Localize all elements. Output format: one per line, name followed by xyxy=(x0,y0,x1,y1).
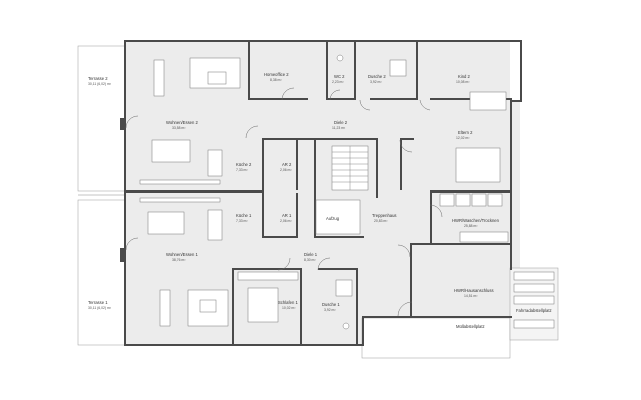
room-fahrrad: Fahrradabstellplatz xyxy=(516,308,552,313)
room-wohnen-1: Wohnen/Essen 1 38,76 m² xyxy=(166,252,198,262)
svg-text:8,30 m²: 8,30 m² xyxy=(304,258,316,262)
svg-text:3,92 m²: 3,92 m² xyxy=(324,308,336,312)
room-terrasse-2: Terrasse 2 30,11 (6,02) m² xyxy=(88,76,112,86)
svg-text:Küche 1: Küche 1 xyxy=(236,213,252,218)
room-hwr-hausanschluss: HWR/Hausanschluss 14,51 m² xyxy=(454,288,494,298)
room-hwr-waschen: HWR/Waschen/Trocknen 25,88 m² xyxy=(452,218,500,228)
svg-text:Homeoffice 2: Homeoffice 2 xyxy=(264,72,289,77)
furniture-wohnen-1 xyxy=(139,197,229,327)
bike-stands xyxy=(513,271,555,329)
svg-text:Eltern 2: Eltern 2 xyxy=(458,130,473,135)
svg-text:33,58 m²: 33,58 m² xyxy=(172,126,186,130)
elevator-shaft xyxy=(315,199,361,235)
room-aufzug: Aufzug xyxy=(326,216,340,221)
room-wohnen-2: Wohnen/Essen 2 33,58 m² xyxy=(166,120,198,130)
room-ar-1: AR 1 2,06 m² xyxy=(280,213,292,223)
entrance-area xyxy=(361,317,511,359)
room-terrasse-1: Terrasse 1 30,11 (6,02) m² xyxy=(88,300,112,310)
bed-kind-2 xyxy=(469,91,507,111)
svg-text:Terrasse 1: Terrasse 1 xyxy=(88,300,108,305)
room-wc-2: WC 2 2,23 m² xyxy=(332,74,345,84)
svg-text:Küche 2: Küche 2 xyxy=(236,162,252,167)
doors xyxy=(125,87,443,317)
svg-text:Kind 2: Kind 2 xyxy=(458,74,471,79)
wardrobe-schlafen-1 xyxy=(237,271,299,281)
bed-schlafen-1 xyxy=(247,287,279,323)
svg-text:Treppenhaus: Treppenhaus xyxy=(372,213,397,218)
room-schlafen-1: Schlafen 1 10,02 m² xyxy=(278,300,298,310)
room-treppenhaus: Treppenhaus 20,83 m² xyxy=(372,213,397,223)
svg-text:12,02 m²: 12,02 m² xyxy=(456,136,470,140)
svg-text:Diele 2: Diele 2 xyxy=(334,120,348,125)
svg-text:2,06 m²: 2,06 m² xyxy=(280,168,292,172)
svg-text:Diele 1: Diele 1 xyxy=(304,252,318,257)
terrace-2-area xyxy=(77,45,127,192)
svg-text:2,06 m²: 2,06 m² xyxy=(280,219,292,223)
svg-text:AR 1: AR 1 xyxy=(282,213,292,218)
toilet-wc-2 xyxy=(336,54,344,62)
furniture-wohnen-2 xyxy=(139,57,241,185)
toilet-dusche-1 xyxy=(342,322,350,330)
svg-text:7,33 m²: 7,33 m² xyxy=(236,219,248,223)
svg-text:10,02 m²: 10,02 m² xyxy=(282,306,296,310)
svg-text:HWR/Waschen/Trocknen: HWR/Waschen/Trocknen xyxy=(452,218,500,223)
hwr-extension-floor xyxy=(410,245,510,315)
svg-text:14,51 m²: 14,51 m² xyxy=(464,294,478,298)
svg-text:8,38 m²: 8,38 m² xyxy=(270,78,282,82)
svg-text:WC 2: WC 2 xyxy=(334,74,345,79)
outside-notch xyxy=(510,42,522,100)
svg-text:HWR/Hausanschluss: HWR/Hausanschluss xyxy=(454,288,494,293)
svg-text:25,88 m²: 25,88 m² xyxy=(464,224,478,228)
svg-text:Aufzug: Aufzug xyxy=(326,216,340,221)
svg-text:38,76 m²: 38,76 m² xyxy=(172,258,186,262)
terrace-1-area xyxy=(77,199,127,346)
svg-text:11,23 m²: 11,23 m² xyxy=(332,126,346,130)
room-diele-1: Diele 1 8,30 m² xyxy=(304,252,318,262)
svg-text:30,11 (6,02) m²: 30,11 (6,02) m² xyxy=(88,306,112,310)
staircase xyxy=(331,145,369,191)
svg-text:7,33 m²: 7,33 m² xyxy=(236,168,248,172)
interior-walls xyxy=(120,42,512,346)
room-kind-2: Kind 2 10,08 m² xyxy=(456,74,471,84)
shower-dusche-1 xyxy=(335,279,353,297)
room-dusche-2: Dusche 2 3,92 m² xyxy=(368,74,386,84)
svg-text:10,08 m²: 10,08 m² xyxy=(456,80,470,84)
svg-text:Wohnen/Essen 2: Wohnen/Essen 2 xyxy=(166,120,198,125)
svg-text:AR 2: AR 2 xyxy=(282,162,292,167)
washing-machines xyxy=(439,193,509,243)
svg-text:Schlafen 1: Schlafen 1 xyxy=(278,300,298,305)
room-diele-2: Diele 2 11,23 m² xyxy=(332,120,348,130)
room-dusche-1: Dusche 1 3,92 m² xyxy=(322,302,340,312)
svg-text:Wohnen/Essen 1: Wohnen/Essen 1 xyxy=(166,252,198,257)
svg-text:Terrasse 2: Terrasse 2 xyxy=(88,76,108,81)
svg-text:3,92 m²: 3,92 m² xyxy=(370,80,382,84)
svg-text:30,11 (6,02) m²: 30,11 (6,02) m² xyxy=(88,82,112,86)
bed-eltern-2 xyxy=(455,147,501,183)
room-homeoffice-2: Homeoffice 2 8,38 m² xyxy=(264,72,289,82)
svg-text:Fahrradabstellplatz: Fahrradabstellplatz xyxy=(516,308,552,313)
svg-text:20,83 m²: 20,83 m² xyxy=(374,219,388,223)
room-kueche-1: Küche 1 7,33 m² xyxy=(236,213,252,223)
svg-text:Dusche 2: Dusche 2 xyxy=(368,74,386,79)
room-ar-2: AR 2 2,06 m² xyxy=(280,162,292,172)
room-kueche-2: Küche 2 7,33 m² xyxy=(236,162,252,172)
room-eltern-2: Eltern 2 12,02 m² xyxy=(456,130,473,140)
shower-dusche-2 xyxy=(389,59,407,77)
svg-text:Müllabstellplatz: Müllabstellplatz xyxy=(456,324,485,329)
svg-text:Dusche 1: Dusche 1 xyxy=(322,302,340,307)
svg-text:2,23 m²: 2,23 m² xyxy=(332,80,344,84)
room-muell: Müllabstellplatz xyxy=(456,324,485,329)
